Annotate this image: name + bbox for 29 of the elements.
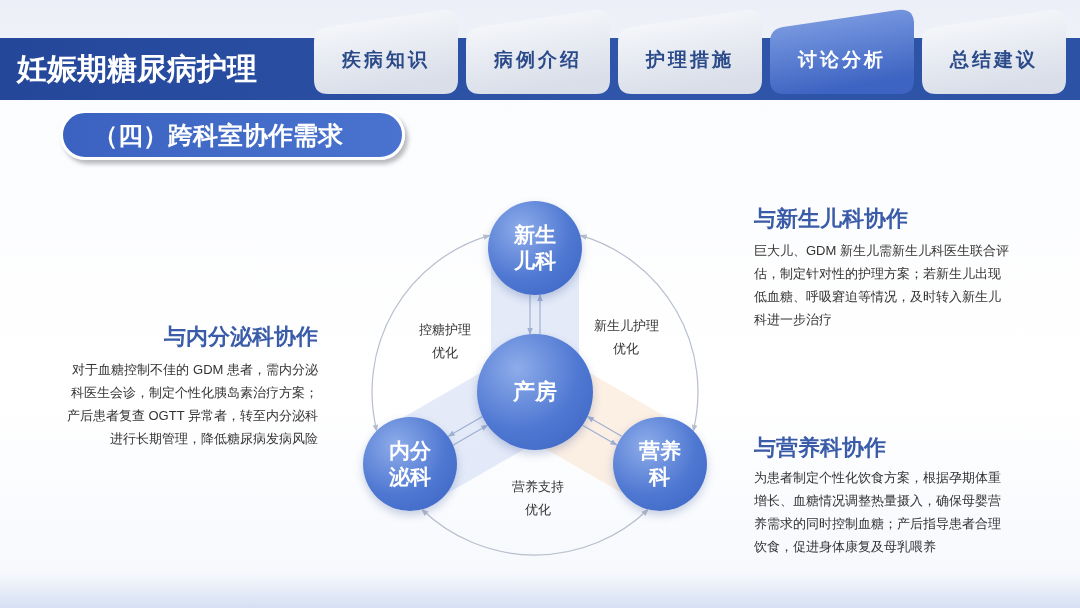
nav-tab: 护理措施: [618, 8, 762, 94]
curved-arrow: [371, 234, 491, 432]
slide-title: 妊娠期糖尿病护理: [17, 51, 257, 87]
arrow: [452, 424, 489, 446]
curved-arrow: [421, 508, 649, 556]
edge-label: 控糖护理优化: [418, 321, 472, 362]
curved-arrow: [579, 234, 699, 432]
paragraph: 巨大儿、GDM 新生儿需新生儿科医生联合评估，制定针对性的护理方案；若新生儿出现低血糖、呼吸窘迫等情况，及时转入新生儿科进一步治疗: [754, 242, 1010, 329]
paragraph: 为患者制定个性化饮食方案，根据孕期体重增长、血糖情况调整热量摄入，确保母婴营养需求的同时控制血糖；产后指导患者合理饮食，促进身体康复及母乳喂养: [754, 469, 1002, 556]
arrow: [581, 424, 618, 446]
hub-circle: 产房: [477, 334, 593, 450]
edge-label: 新生儿护理优化: [592, 317, 660, 358]
edge-label: 营养支持优化: [511, 478, 565, 519]
nav-tab: 讨论分析: [770, 8, 914, 94]
section-heading: 与内分泌科协作: [163, 323, 318, 351]
paragraph: 对于血糖控制不佳的 GDM 患者，需内分泌科医生会诊，制定个性化胰岛素治疗方案；产后患者复查 OGTT 异常者，转至内分泌科进行长期管理，降低糖尿病发病风险: [65, 361, 318, 448]
nav-tab: 病例介绍: [466, 8, 610, 94]
nav-tab: 总结建议: [922, 8, 1066, 94]
arrow: [527, 294, 533, 335]
department-circle: 内分泌科: [363, 417, 458, 511]
nav-tab: 疾病知识: [314, 8, 458, 94]
arrow: [537, 294, 543, 335]
section-banner: （四）跨科室协作需求: [60, 110, 405, 160]
department-circle: 新生儿科: [488, 201, 582, 295]
section-heading: 与新生儿科协作: [754, 205, 909, 233]
department-circle: 营养科: [612, 417, 707, 511]
arrow: [586, 416, 623, 437]
arrow: [447, 416, 484, 437]
section-heading: 与营养科协作: [754, 434, 887, 462]
